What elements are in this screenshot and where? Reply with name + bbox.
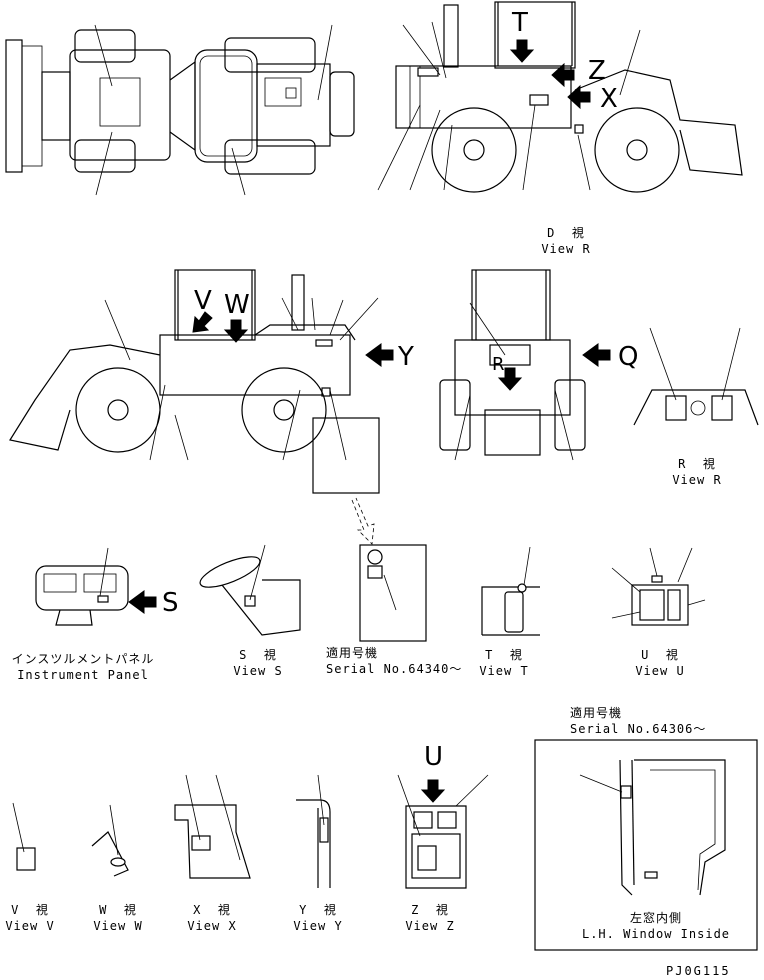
caption-rear-view-r-en: View R (672, 473, 722, 487)
arrow-letter-v: V (194, 286, 212, 316)
caption-view-s-jp: S 視 (239, 648, 277, 662)
arrow-letter-s: S (162, 588, 179, 618)
caption-view-t-jp: T 視 (485, 648, 523, 662)
serial-64340-detail-drawing (359, 544, 427, 642)
caption-view-z-en: View Z (405, 919, 455, 933)
view-s-drawing (199, 544, 301, 636)
caption-view-v-en: View V (5, 919, 55, 933)
top-view-drawing (5, 24, 355, 196)
caption-view-x-en: View X (187, 919, 237, 933)
caption-instrument-panel-en: Instrument Panel (17, 668, 149, 682)
caption-view-x-jp: X 視 (193, 903, 231, 917)
view-t-drawing (481, 546, 540, 636)
caption-lh-window-jp: 左窓内側 (629, 911, 683, 925)
front-view-drawing (439, 269, 611, 461)
arrow-letter-w: W (224, 290, 250, 320)
caption-view-w-en: View W (93, 919, 143, 933)
caption-serial-b-en: Serial No.64306～ (570, 722, 707, 736)
right-side-view-drawing (377, 1, 743, 193)
left-side-view-drawing (9, 269, 394, 545)
view-y-drawing (296, 774, 331, 888)
caption-view-v-jp: V 視 (11, 903, 49, 917)
caption-instrument-panel-jp: インスツルメントパネル (11, 652, 155, 666)
view-x-drawing (174, 774, 251, 879)
view-w-drawing (91, 804, 129, 877)
caption-view-u-jp: U 視 (641, 648, 679, 662)
arrow-letter-t: T (512, 8, 528, 38)
caption-view-y-en: View Y (293, 919, 343, 933)
arrow-letter-z: Z (588, 56, 606, 86)
caption-top-view-d-jp: D 視 (547, 226, 585, 240)
view-u-drawing (611, 547, 706, 626)
caption-view-u-en: View U (635, 664, 685, 678)
view-v-drawing (12, 802, 36, 871)
caption-serial-b-jp: 適用号機 (570, 706, 623, 720)
arrow-letter-r: R (492, 354, 505, 375)
caption-rear-view-r-jp: R 視 (678, 457, 716, 471)
caption-view-z-jp: Z 視 (411, 903, 449, 917)
arrow-letter-y: Y (398, 342, 414, 372)
arrow-letter-q: Q (618, 342, 639, 372)
rear-view-r-drawing (633, 327, 759, 426)
caption-serial-a-jp: 適用号機 (326, 646, 379, 660)
caption-view-w-jp: W 視 (99, 903, 137, 917)
caption-top-view-d-en: View R (541, 242, 591, 256)
instrument-panel-drawing (35, 547, 157, 626)
view-z-drawing (397, 774, 489, 889)
caption-view-y-jp: Y 視 (299, 903, 337, 917)
caption-lh-window-en: L.H. Window Inside (581, 927, 731, 941)
arrow-letter-u: U (424, 742, 444, 772)
lh-window-inside-drawing (534, 739, 758, 951)
caption-view-t-en: View T (479, 664, 529, 678)
caption-view-s-en: View S (233, 664, 283, 678)
drawing-number: PJ0G115 (666, 964, 731, 978)
caption-serial-a-en: Serial No.64340～ (326, 662, 463, 676)
arrow-letter-x: X (600, 84, 618, 114)
